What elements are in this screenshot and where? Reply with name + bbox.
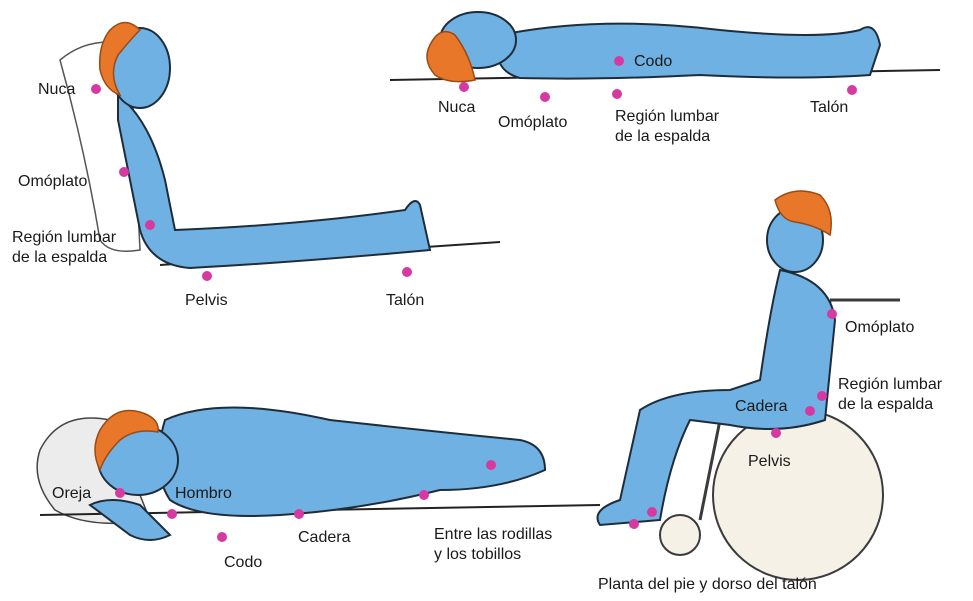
cadera-dot (805, 406, 815, 416)
lumbar-dot (817, 391, 827, 401)
label-nuca: Nuca (38, 80, 75, 100)
label-line: de la espalda (838, 395, 942, 415)
label-nuca: Nuca (438, 98, 475, 118)
label-oreja: Oreja (52, 484, 91, 504)
label-omoplato: Omóplato (498, 113, 567, 133)
label-planta: Planta del pie y dorso del talón (598, 575, 817, 595)
talon-dot (402, 267, 412, 277)
body (498, 24, 881, 79)
label-pelvis: Pelvis (748, 452, 791, 472)
omoplato-dot (119, 167, 129, 177)
label-talon: Talón (810, 98, 848, 118)
label-line: y los tobillos (434, 545, 552, 565)
label-line: Región lumbar (615, 108, 719, 125)
pelvis-dot (771, 428, 781, 438)
body (118, 95, 430, 268)
label-talon: Talón (386, 291, 424, 311)
label-codo: Codo (224, 553, 262, 573)
label-line: Entre las rodillas (434, 526, 552, 543)
nuca-dot (91, 84, 101, 94)
lumbar-dot (145, 220, 155, 230)
talon-dot (647, 507, 657, 517)
label-omoplato: Omóplato (845, 318, 914, 338)
label-omoplato: Omóplato (18, 172, 87, 192)
label-line: de la espalda (615, 127, 719, 147)
label-region-lumbar: Región lumbar de la espalda (838, 375, 942, 415)
label-codo: Codo (634, 52, 672, 72)
hombro-dot (167, 509, 177, 519)
label-region-lumbar: Región lumbar de la espalda (615, 107, 719, 147)
codo-dot (614, 56, 624, 66)
label-line: Región lumbar (838, 376, 942, 393)
lumbar-dot (612, 89, 622, 99)
omoplato-dot (827, 309, 837, 319)
cadera-dot (294, 509, 304, 519)
label-entre-rodillas: Entre las rodillas y los tobillos (434, 525, 552, 565)
label-line: de la espalda (12, 248, 116, 268)
label-line: Región lumbar (12, 229, 116, 246)
label-pelvis: Pelvis (185, 291, 228, 311)
label-hombro: Hombro (175, 484, 232, 504)
big-wheel (713, 410, 883, 580)
rodillas-dot (419, 490, 429, 500)
small-wheel (660, 515, 700, 555)
tobillos-dot (486, 460, 496, 470)
oreja-dot (115, 488, 125, 498)
planta-dot (629, 519, 639, 529)
side-lying-figure (37, 408, 600, 543)
nuca-dot (459, 82, 469, 92)
label-cadera: Cadera (735, 397, 787, 417)
pelvis-dot (202, 271, 212, 281)
label-region-lumbar: Región lumbar de la espalda (12, 228, 116, 268)
omoplato-dot (540, 92, 550, 102)
label-cadera: Cadera (298, 528, 350, 548)
codo-dot (217, 532, 227, 542)
talon-dot (847, 85, 857, 95)
